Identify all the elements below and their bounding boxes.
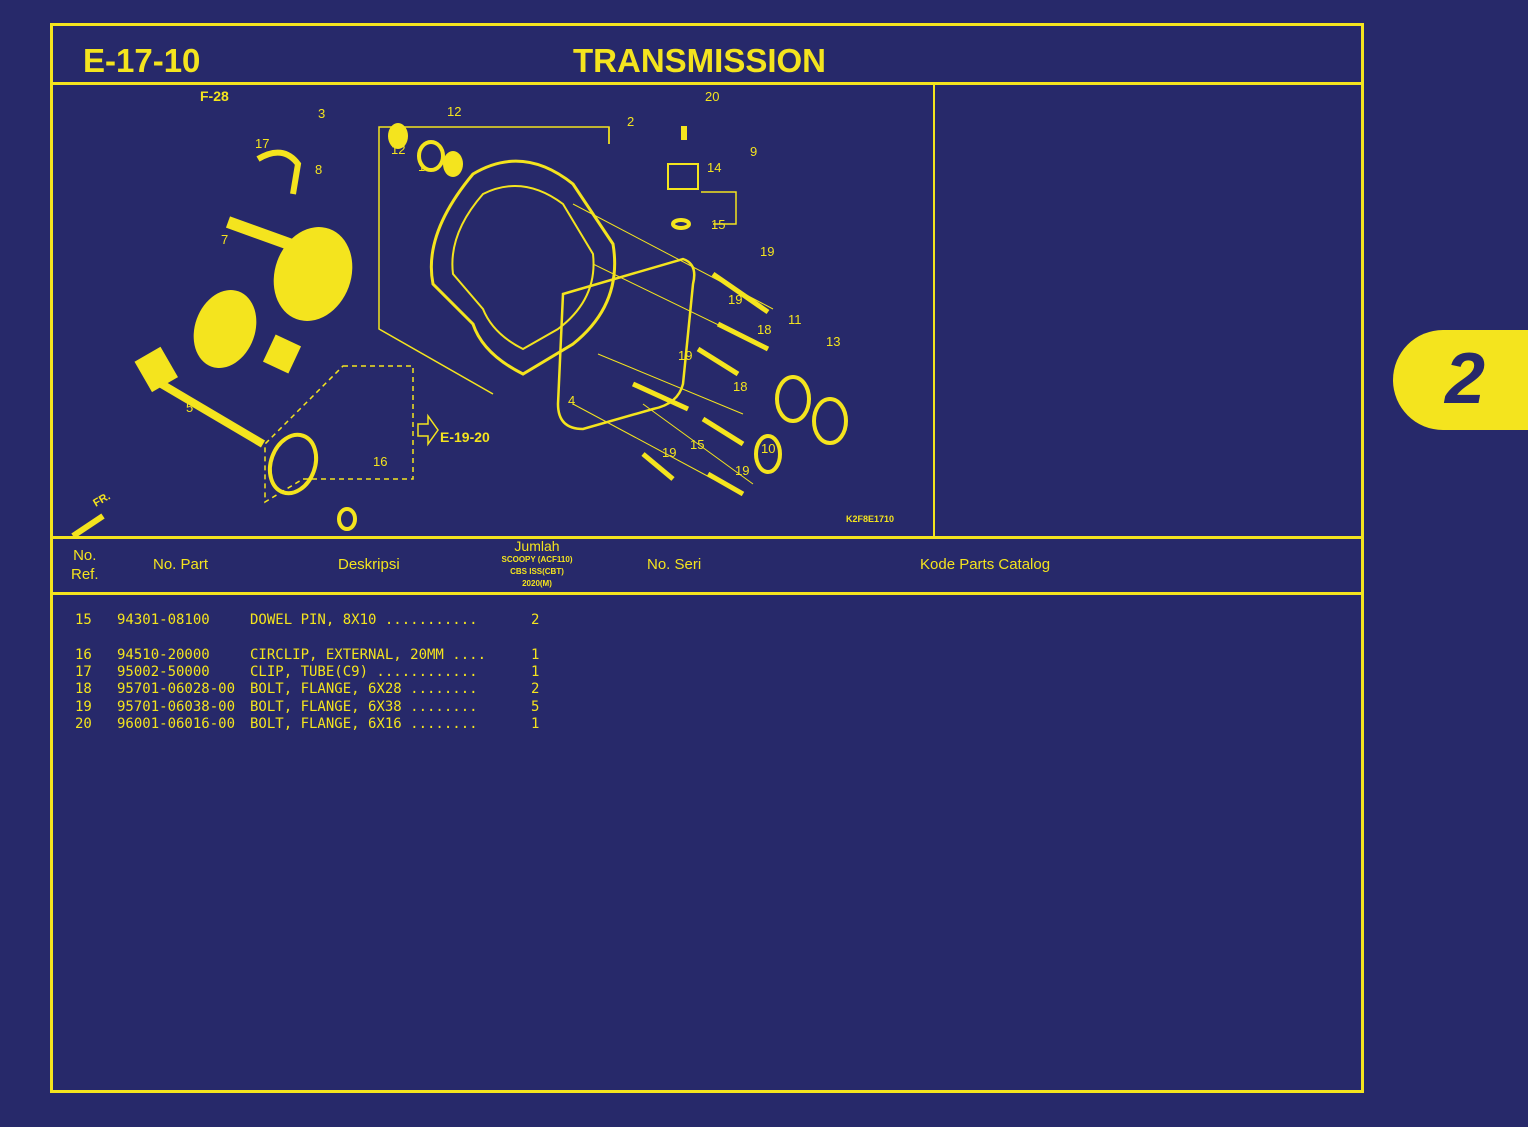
ref-cell: 15 xyxy=(75,612,92,628)
table-row[interactable]: 19 95701-06038-00 BOLT, FLANGE, 6X38 ...… xyxy=(53,699,539,716)
section-code: E-17-10 xyxy=(83,42,201,79)
callout-label: 10 xyxy=(761,441,776,456)
callout-label: 19 xyxy=(728,292,743,307)
callout-label: 5 xyxy=(186,400,194,415)
section-tab[interactable]: 2 xyxy=(1393,330,1528,430)
qty-cell: 1 xyxy=(531,647,540,663)
divider xyxy=(933,84,935,536)
table-row[interactable]: 17 95002-50000 CLIP, TUBE(C9) ..........… xyxy=(53,664,539,681)
qty-cell: 5 xyxy=(531,699,540,715)
qty-cell: 2 xyxy=(531,681,540,697)
callout-label: 18 xyxy=(733,379,748,394)
callout-label: 18 xyxy=(757,322,772,337)
exploded-parts-diagram: F-28 3 17 8 7 6 5 12 12 1 2 20 9 14 15 1… xyxy=(53,84,933,536)
qty-cell: 2 xyxy=(531,612,540,628)
callout-label: 11 xyxy=(788,312,802,327)
callout-label: 15 xyxy=(690,437,705,452)
callout-label: 19 xyxy=(735,463,750,478)
callout-label: 7 xyxy=(221,232,229,247)
section-tab-label: 2 xyxy=(1445,339,1486,419)
page-title: TRANSMISSION xyxy=(573,42,827,79)
callout-label: 3 xyxy=(318,106,326,121)
header-ref-line1: No. xyxy=(73,547,97,564)
ref-cell: 19 xyxy=(75,699,92,715)
callout-label: 19 xyxy=(760,244,775,259)
ref-cell: 17 xyxy=(75,664,92,680)
divider xyxy=(53,592,1361,595)
reference-link-label[interactable]: E-19-20 xyxy=(440,429,490,445)
header-qty-model: SCOOPY (ACF110) xyxy=(501,555,573,564)
callout-label: 9 xyxy=(750,144,758,159)
header-qty-label: Jumlah xyxy=(514,538,560,554)
part-cell: 95002-50000 xyxy=(117,664,210,680)
callout-label: 19 xyxy=(678,348,693,363)
part-cell: 95701-06028-00 xyxy=(117,681,236,697)
divider xyxy=(53,82,1361,85)
callout-label: 17 xyxy=(255,136,270,151)
header-qty: Jumlah SCOOPY (ACF110) CBS ISS(CBT) 2020… xyxy=(493,538,581,590)
header-ref-line2: Ref. xyxy=(71,566,99,583)
ref-cell: 16 xyxy=(75,647,92,663)
header-qty-model: 2020(M) xyxy=(522,579,552,588)
ref-cell: 20 xyxy=(75,716,92,732)
callout-label: 14 xyxy=(707,160,722,175)
callout-label: 15 xyxy=(711,217,726,232)
header-part: No. Part xyxy=(153,556,209,573)
part-cell: 96001-06016-00 xyxy=(117,716,236,732)
header-qty-model: CBS ISS(CBT) xyxy=(510,567,564,576)
diagram-drawing xyxy=(71,123,848,536)
divider xyxy=(53,536,1361,539)
header-ref: No. Ref. xyxy=(71,546,99,584)
desc-cell: BOLT, FLANGE, 6X16 ........ xyxy=(250,716,478,732)
desc-cell: CIRCLIP, EXTERNAL, 20MM .... xyxy=(250,647,487,663)
ref-cell: 18 xyxy=(75,681,92,697)
callout-label: 2 xyxy=(627,114,635,129)
table-row[interactable]: 18 95701-06028-00 BOLT, FLANGE, 6X28 ...… xyxy=(53,681,539,698)
desc-cell: BOLT, FLANGE, 6X28 ........ xyxy=(250,681,478,697)
desc-cell: BOLT, FLANGE, 6X38 ........ xyxy=(250,699,478,715)
desc-cell: DOWEL PIN, 8X10 ........... xyxy=(250,612,478,628)
diagram-code: K2F8E1710 xyxy=(846,514,895,524)
table-row[interactable]: 15 94301-08100 DOWEL PIN, 8X10 .........… xyxy=(53,612,539,629)
part-cell: 94510-20000 xyxy=(117,647,210,663)
callout-label: 12 xyxy=(391,142,406,157)
callout-label: 8 xyxy=(315,162,323,177)
header-catalog: Kode Parts Catalog xyxy=(920,556,1051,573)
callout-label: 6 xyxy=(291,296,299,311)
callout-label: 13 xyxy=(826,334,841,349)
desc-cell: CLIP, TUBE(C9) ............ xyxy=(250,664,478,680)
catalog-page-frame: E-17-10 TRANSMISSION xyxy=(50,23,1364,1093)
table-row[interactable]: 20 96001-06016-00 BOLT, FLANGE, 6X16 ...… xyxy=(53,716,539,733)
header-serial: No. Seri xyxy=(647,556,702,573)
qty-cell: 1 xyxy=(531,716,540,732)
callout-label: 20 xyxy=(705,89,720,104)
qty-cell: 1 xyxy=(531,664,540,680)
part-cell: 95701-06038-00 xyxy=(117,699,236,715)
callout-label: 12 xyxy=(447,104,462,119)
callout-label: 4 xyxy=(568,393,576,408)
part-cell: 94301-08100 xyxy=(117,612,210,628)
table-row[interactable]: 16 94510-20000 CIRCLIP, EXTERNAL, 20MM .… xyxy=(53,647,539,664)
callout-label: 16 xyxy=(373,454,388,469)
callout-label: 19 xyxy=(662,445,677,460)
header-desc: Deskripsi xyxy=(338,556,400,573)
callout-label: 1 xyxy=(418,159,426,174)
callout-label: F-28 xyxy=(200,88,229,104)
